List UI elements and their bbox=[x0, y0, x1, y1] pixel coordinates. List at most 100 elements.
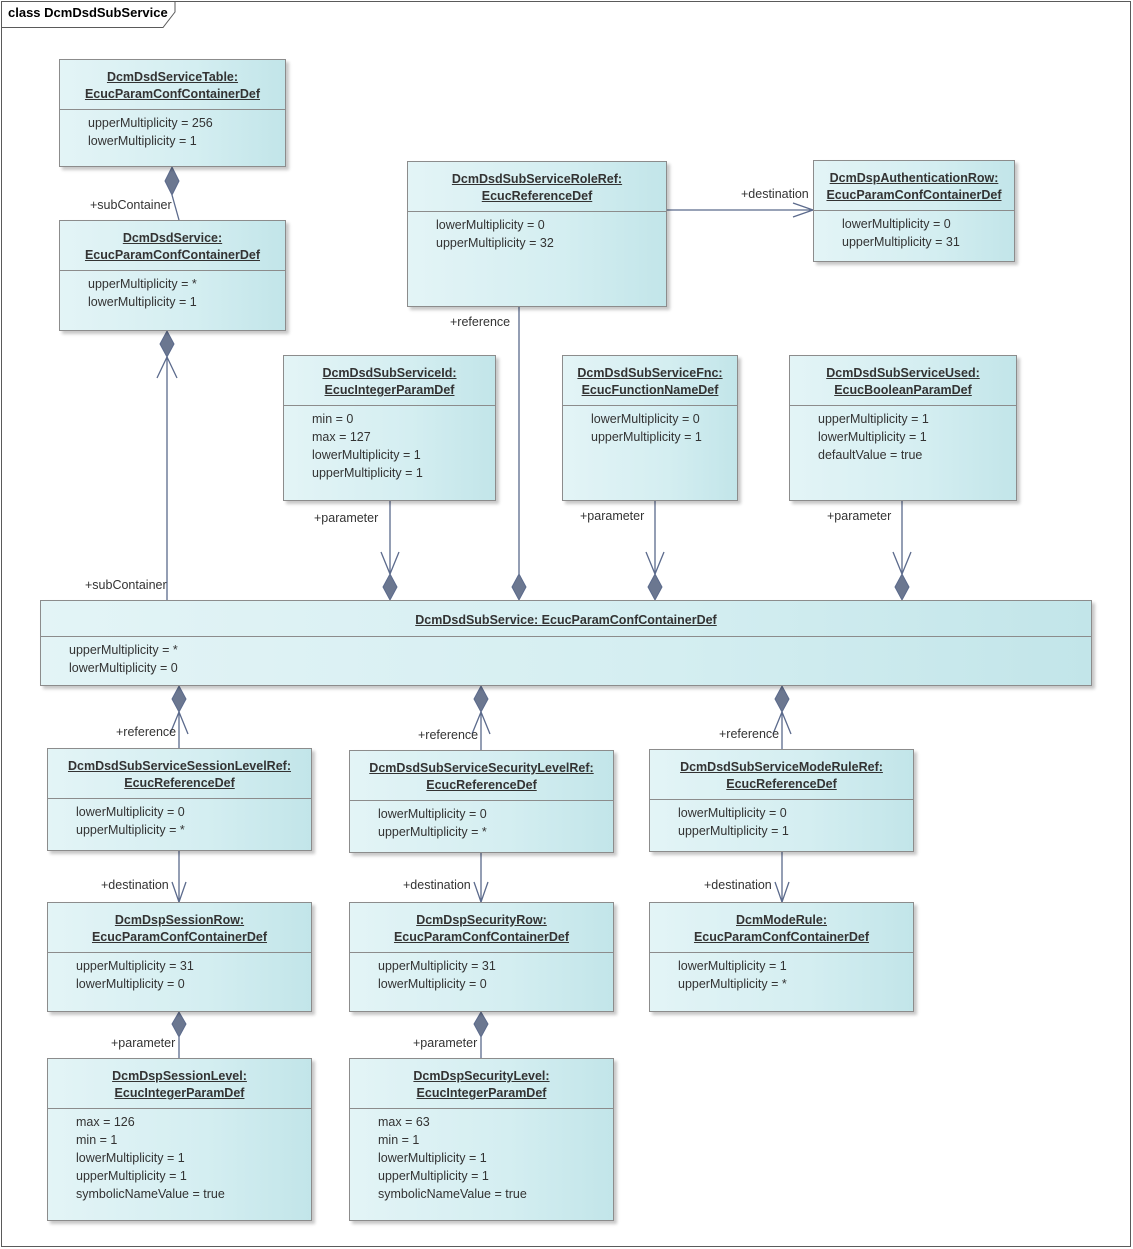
attribute: min = 1 bbox=[76, 1133, 118, 1147]
class-type: EcucIntegerParamDef bbox=[416, 1086, 547, 1100]
class-type: EcucParamConfContainerDef bbox=[393, 930, 570, 944]
composition-diamond bbox=[894, 572, 910, 602]
attribute: upperMultiplicity = 1 bbox=[76, 1169, 187, 1183]
role-label-parameter: +parameter bbox=[413, 1036, 478, 1050]
attribute: max = 127 bbox=[312, 430, 371, 444]
attribute: lowerMultiplicity = 0 bbox=[76, 805, 185, 819]
role-label-parameter: +parameter bbox=[314, 511, 379, 525]
class-name: DcmDsdService: bbox=[122, 231, 223, 245]
composition-diamond bbox=[159, 329, 175, 359]
attribute: symbolicNameValue = true bbox=[378, 1187, 527, 1201]
attribute: lowerMultiplicity = 0 bbox=[378, 807, 487, 821]
class-dcmdsdsubservicemoderuleref[interactable]: DcmDsdSubServiceModeRuleRef:EcucReferenc… bbox=[649, 749, 914, 852]
class-dcmdsdsubserviceused[interactable]: DcmDsdSubServiceUsed: EcucBooleanParamDef… bbox=[789, 355, 1017, 501]
diagram-title-tab bbox=[1, 1, 176, 28]
composition-diamond bbox=[473, 1011, 489, 1039]
class-type: EcucParamConfContainerDef bbox=[84, 248, 261, 262]
attribute: min = 1 bbox=[378, 1133, 420, 1147]
class-dcmdspsessionlevel[interactable]: DcmDspSessionLevel: EcucIntegerParamDef m… bbox=[47, 1058, 312, 1221]
attribute: lowerMultiplicity = 0 bbox=[678, 806, 787, 820]
attribute: upperMultiplicity = 1 bbox=[591, 430, 702, 444]
attribute: upperMultiplicity = 1 bbox=[678, 824, 789, 838]
class-name: DcmDsdServiceTable: bbox=[106, 70, 239, 84]
class-name: DcmDsdSubServiceRoleRef: bbox=[451, 172, 623, 186]
class-dcmdsdsubserviceid[interactable]: DcmDsdSubServiceId: EcucIntegerParamDef m… bbox=[283, 355, 496, 501]
class-dcmdspsecurityrow[interactable]: DcmDspSecurityRow: EcucParamConfContainer… bbox=[349, 902, 614, 1012]
class-type: EcucIntegerParamDef bbox=[114, 1086, 245, 1100]
attribute: upperMultiplicity = * bbox=[88, 277, 197, 291]
attribute: max = 63 bbox=[378, 1115, 430, 1129]
class-dcmdsdsubservicefnc[interactable]: DcmDsdSubServiceFnc:EcucFunctionNameDef … bbox=[562, 355, 738, 501]
attribute: lowerMultiplicity = 0 bbox=[591, 412, 700, 426]
composition-diamond bbox=[647, 572, 663, 602]
composition-diamond bbox=[473, 684, 489, 714]
attribute: lowerMultiplicity = 1 bbox=[88, 295, 197, 309]
class-name: DcmDspAuthenticationRow: bbox=[829, 171, 999, 185]
attribute: min = 0 bbox=[312, 412, 354, 426]
class-dcmdsdservice[interactable]: DcmDsdService:EcucParamConfContainerDef … bbox=[59, 220, 286, 331]
class-name: DcmModeRule: bbox=[736, 913, 827, 927]
class-type: EcucParamConfContainerDef bbox=[84, 87, 261, 101]
class-title: DcmDsdSubService: EcucParamConfContainer… bbox=[415, 613, 717, 627]
attribute: lowerMultiplicity = 1 bbox=[88, 134, 197, 148]
attribute: symbolicNameValue = true bbox=[76, 1187, 225, 1201]
attribute: lowerMultiplicity = 0 bbox=[76, 977, 185, 991]
diagram-title: class DcmDsdSubService bbox=[8, 5, 168, 20]
class-dcmdsdsubservicesecuritylevelref[interactable]: DcmDsdSubServiceSecurityLevelRef:EcucRef… bbox=[349, 750, 614, 853]
class-dcmdspauthenticationrow[interactable]: DcmDspAuthenticationRow:EcucParamConfCon… bbox=[813, 160, 1015, 262]
role-label-reference: +reference bbox=[450, 315, 511, 329]
attribute: upperMultiplicity = 31 bbox=[842, 235, 960, 249]
role-label-parameter: +parameter bbox=[827, 509, 892, 523]
attribute: lowerMultiplicity = 1 bbox=[378, 1151, 487, 1165]
attribute: lowerMultiplicity = 0 bbox=[378, 977, 487, 991]
attribute: lowerMultiplicity = 1 bbox=[76, 1151, 185, 1165]
composition-diamond bbox=[171, 684, 187, 714]
attribute: upperMultiplicity = * bbox=[69, 643, 178, 657]
attribute: lowerMultiplicity = 1 bbox=[678, 959, 787, 973]
class-dcmdspsecuritylevel[interactable]: DcmDspSecurityLevel:EcucIntegerParamDef … bbox=[349, 1058, 614, 1221]
class-name: DcmDsdSubServiceUsed: bbox=[826, 366, 980, 380]
role-label-reference: +reference bbox=[418, 728, 479, 742]
class-dcmdsdservicetable[interactable]: DcmDsdServiceTable: EcucParamConfContaine… bbox=[59, 59, 286, 167]
class-dcmdsdsubserviceroleref[interactable]: DcmDsdSubServiceRoleRef:EcucReferenceDef… bbox=[407, 161, 667, 307]
attribute: lowerMultiplicity = 0 bbox=[436, 218, 545, 232]
role-label-destination: +destination bbox=[403, 878, 471, 892]
class-name: DcmDspSessionLevel: bbox=[112, 1069, 247, 1083]
role-label-parameter: +parameter bbox=[580, 509, 645, 523]
composition-diamond bbox=[774, 684, 790, 714]
role-label-destination: +destination bbox=[741, 187, 809, 201]
class-name: DcmDsdSubServiceId: bbox=[322, 366, 457, 380]
class-type: EcucParamConfContainerDef bbox=[693, 930, 870, 944]
attribute: lowerMultiplicity = 0 bbox=[69, 661, 178, 675]
attribute: upperMultiplicity = * bbox=[678, 977, 787, 991]
composition-diamond bbox=[171, 1011, 187, 1039]
attribute: upperMultiplicity = 1 bbox=[818, 412, 929, 426]
role-label-destination: +destination bbox=[704, 878, 772, 892]
class-dcmdsdsubservice[interactable]: DcmDsdSubService: EcucParamConfContainer… bbox=[40, 600, 1092, 686]
attribute: upperMultiplicity = 31 bbox=[378, 959, 496, 973]
attribute: upperMultiplicity = 256 bbox=[88, 116, 213, 130]
role-label-reference: +reference bbox=[116, 725, 177, 739]
class-type: EcucReferenceDef bbox=[124, 776, 235, 790]
class-name: DcmDspSecurityRow: bbox=[416, 913, 547, 927]
composition-diamond bbox=[164, 165, 180, 197]
attribute: upperMultiplicity = * bbox=[76, 823, 185, 837]
class-dcmdspsessionrow[interactable]: DcmDspSessionRow:EcucParamConfContainerD… bbox=[47, 902, 312, 1012]
class-dcmdsdsubservicesessionlevelref[interactable]: DcmDsdSubServiceSessionLevelRef: EcucRefe… bbox=[47, 748, 312, 851]
role-label-parameter: +parameter bbox=[111, 1036, 176, 1050]
class-name: DcmDspSecurityLevel: bbox=[413, 1069, 550, 1083]
class-name: DcmDsdSubServiceModeRuleRef: bbox=[680, 760, 883, 774]
role-label-reference: +reference bbox=[719, 727, 780, 741]
class-type: EcucBooleanParamDef bbox=[834, 383, 972, 397]
attribute: upperMultiplicity = 31 bbox=[76, 959, 194, 973]
class-dcmmoderule[interactable]: DcmModeRule: EcucParamConfContainerDef lo… bbox=[649, 902, 914, 1012]
attribute: lowerMultiplicity = 0 bbox=[842, 217, 951, 231]
class-name: DcmDsdSubServiceFnc: bbox=[577, 366, 723, 380]
role-label-destination: +destination bbox=[101, 878, 169, 892]
class-name: DcmDsdSubServiceSessionLevelRef: bbox=[67, 759, 291, 773]
attribute: upperMultiplicity = * bbox=[378, 825, 487, 839]
composition-diamond bbox=[382, 572, 398, 602]
class-type: EcucIntegerParamDef bbox=[324, 383, 455, 397]
class-type: EcucReferenceDef bbox=[426, 778, 537, 792]
